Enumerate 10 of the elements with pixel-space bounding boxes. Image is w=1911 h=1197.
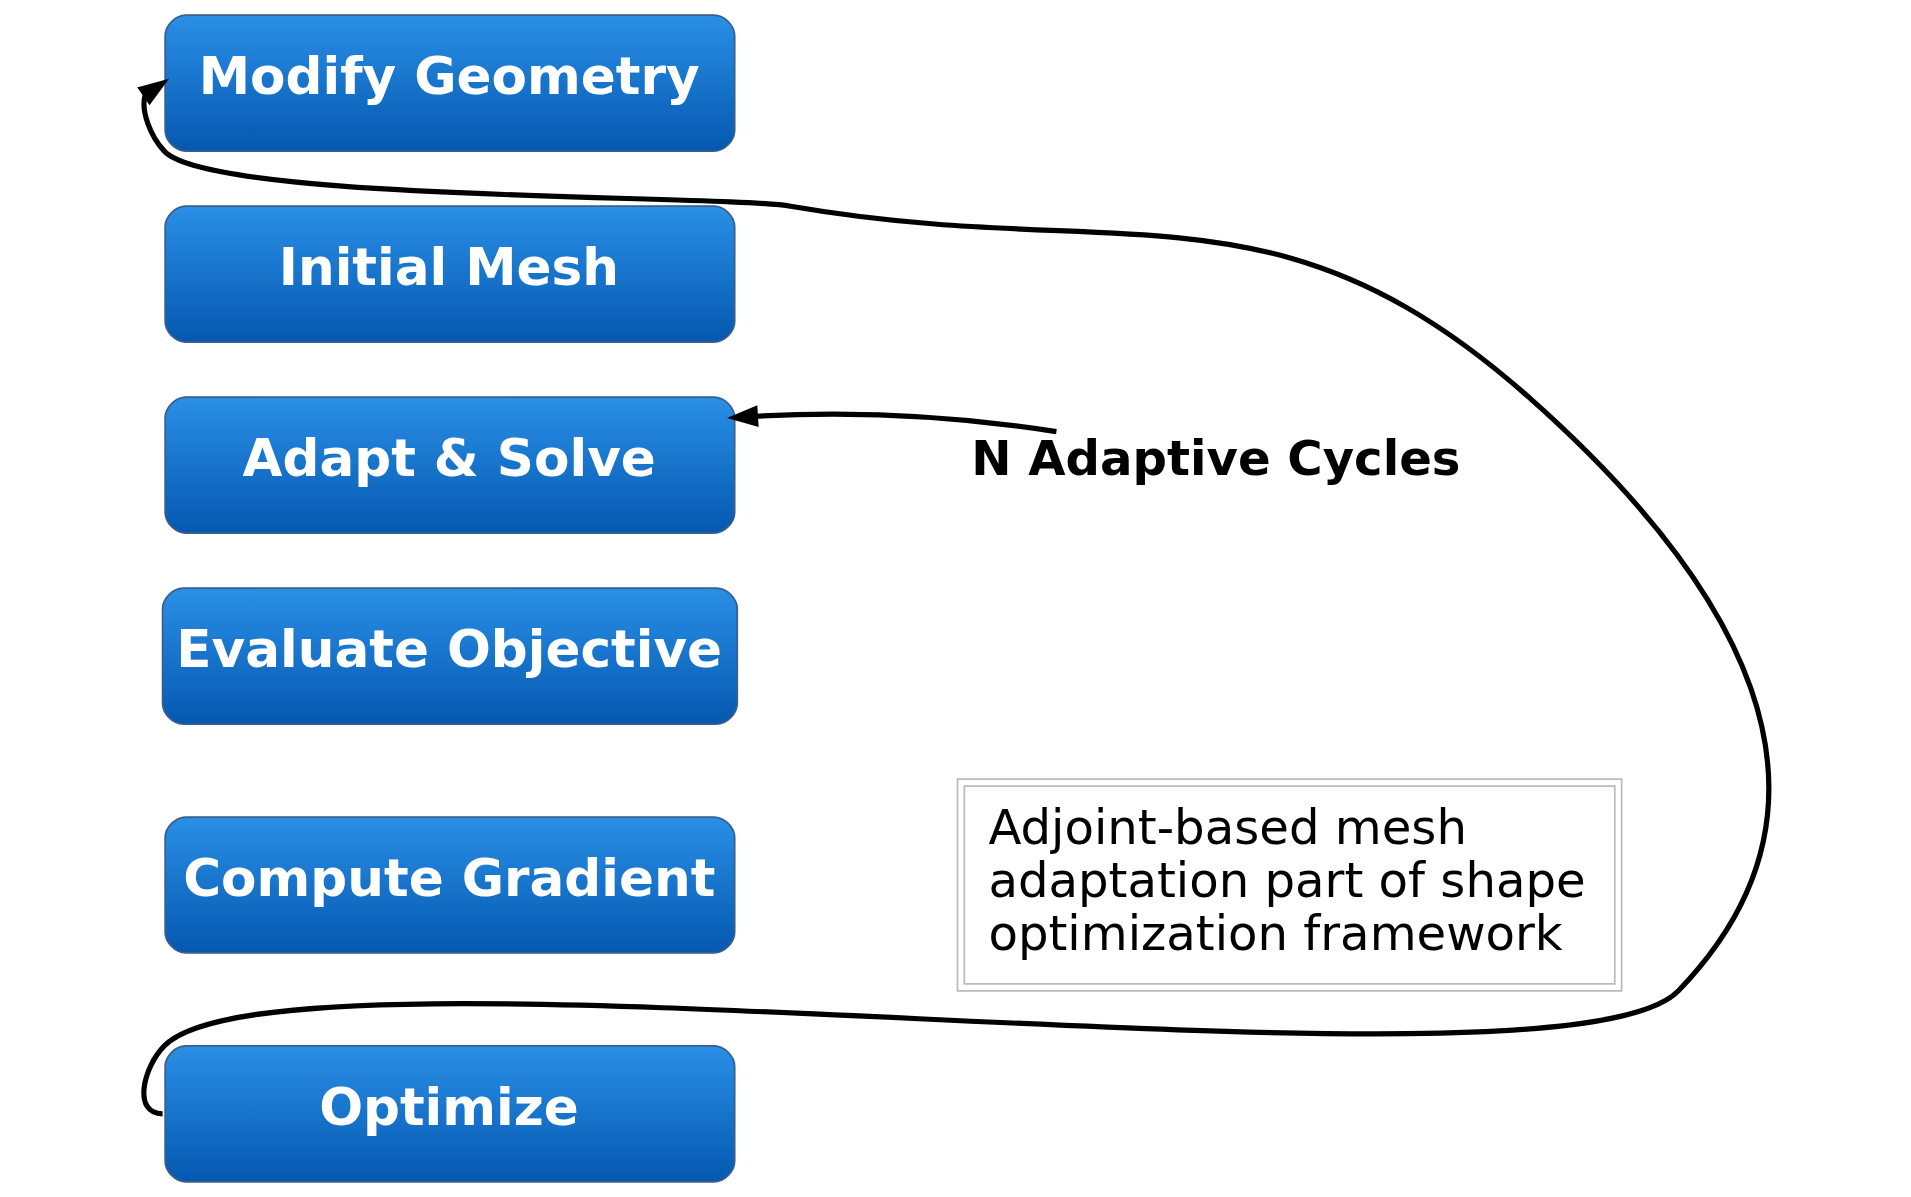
arrow: [726, 405, 1057, 435]
node-box: Modify Geometry: [163, 14, 736, 152]
node-box: Optimize: [163, 1045, 736, 1183]
node-box: Adjoint-based mesh adaptation part of shape optimization framework: [956, 778, 1622, 992]
node-box: Compute Gradient: [163, 816, 736, 954]
node-box: Adapt & Solve: [163, 396, 736, 534]
node-box: Initial Mesh: [163, 205, 736, 343]
node-box: Evaluate Objective: [161, 587, 738, 725]
node-text: N Adaptive Cycles: [970, 430, 1460, 487]
arrow: [136, 78, 1771, 1116]
